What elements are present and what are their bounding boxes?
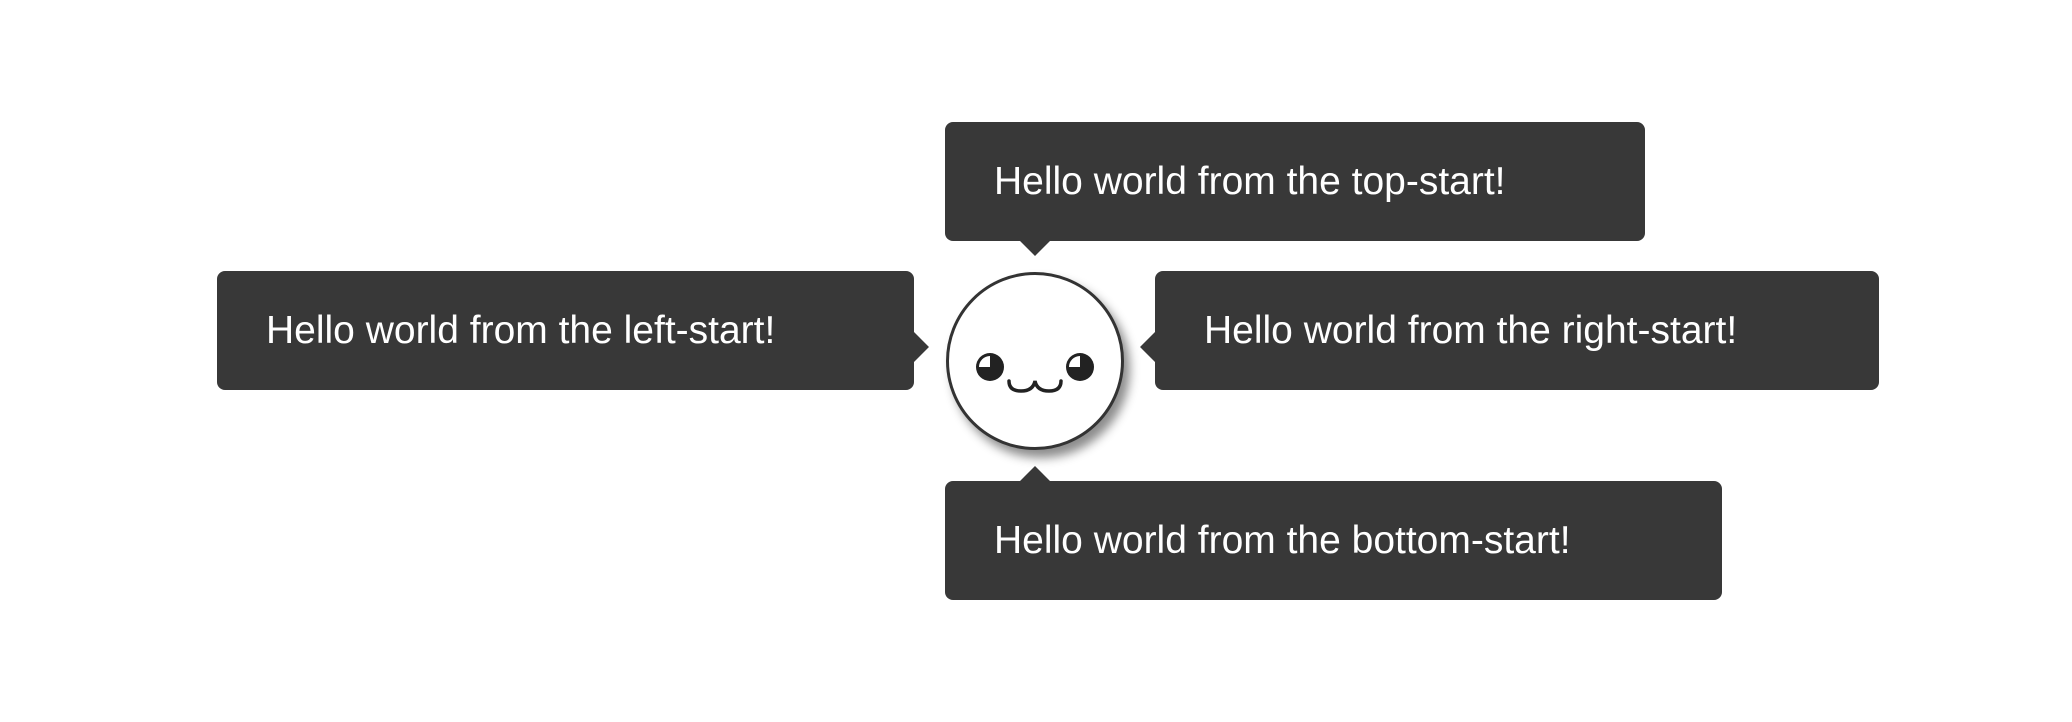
tooltip-bottom-start: Hello world from the bottom-start! [945,466,1722,600]
tooltip-text: Hello world from the bottom-start! [994,518,1571,562]
tooltip-arrow [895,330,929,364]
tooltip-text: Hello world from the top-start! [994,159,1506,203]
tooltip-right-start: Hello world from the right-start! [1140,271,1879,390]
tooltip-arrow [1018,222,1052,256]
tooltip-arrow [1140,330,1174,364]
cute-face-icon [976,353,1094,393]
tooltip-text: Hello world from the right-start! [1204,308,1738,352]
tooltip-text: Hello world from the left-start! [266,308,776,352]
tooltip-left-start: Hello world from the left-start! [217,271,929,390]
tooltip-top-start: Hello world from the top-start! [945,122,1645,256]
tooltip-arrow [1018,466,1052,500]
face-anchor-button[interactable] [946,272,1124,450]
